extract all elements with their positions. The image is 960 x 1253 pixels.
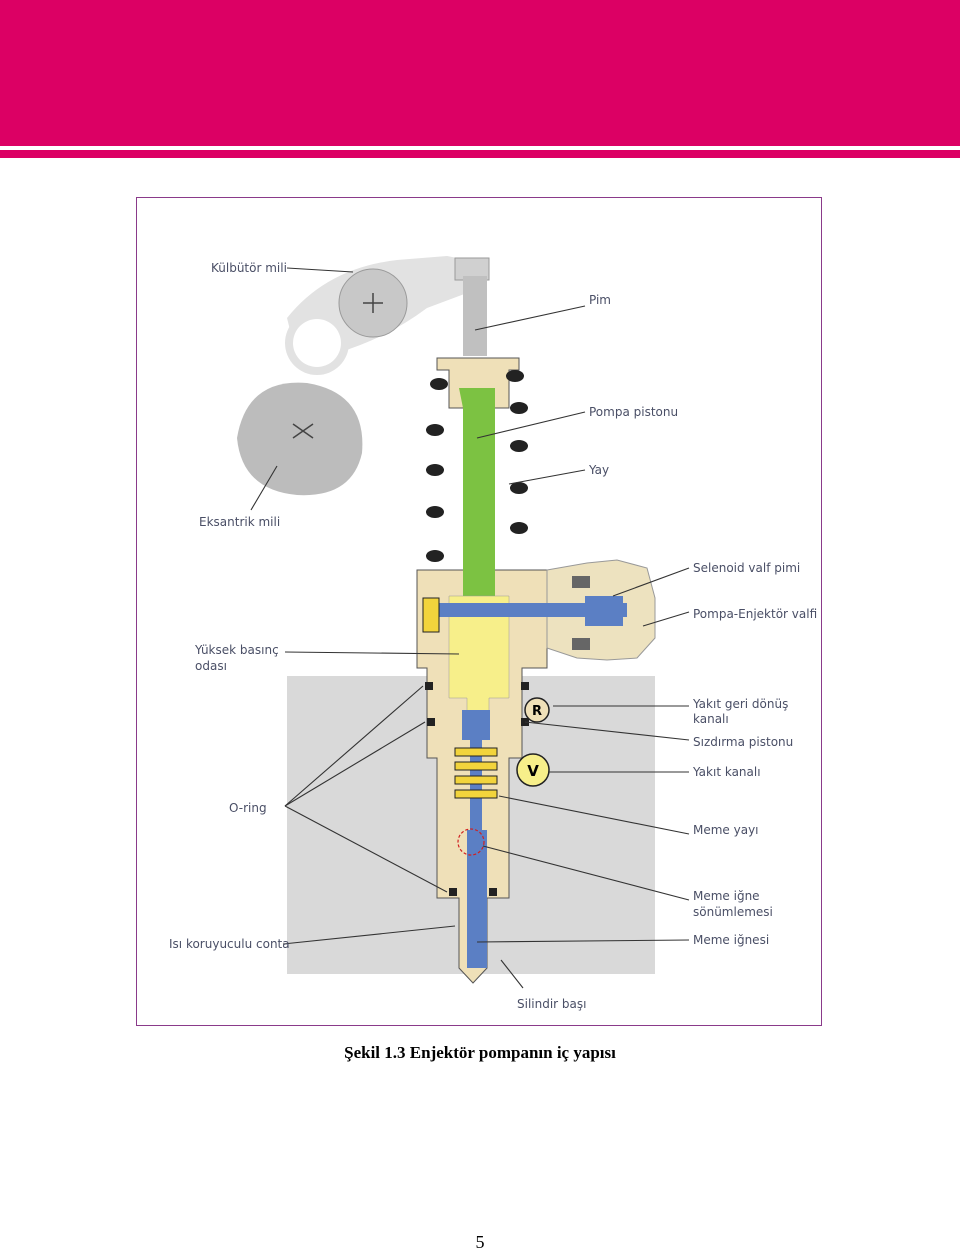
camshaft-lobe: [237, 382, 363, 496]
plunger-cap: [436, 357, 520, 409]
label-selenoid-valf-pimi: Selenoid valf pimi: [693, 561, 800, 575]
label-meme-igne: Meme iğne: [693, 889, 760, 903]
injector-figure: R V Külbütör mili Pim Pompa pistonu Yay …: [136, 197, 822, 1026]
label-yuksek-basinc-2: odası: [195, 659, 227, 673]
fuel-channel-horizontal: [437, 603, 627, 617]
label-silindir-basi: Silindir başı: [517, 997, 586, 1011]
label-o-ring: O-ring: [229, 801, 267, 815]
damping-piston: [462, 710, 490, 740]
label-pompa-enjektor-valfi: Pompa-Enjektör valfi: [693, 607, 817, 621]
label-eksantrik-mili: Eksantrik mili: [199, 515, 280, 529]
badge-v: [516, 753, 550, 787]
label-sizdirma-pistonu: Sızdırma pistonu: [693, 735, 793, 749]
nozzle-spring: [454, 747, 498, 799]
damping-marker: [457, 828, 485, 856]
pump-plunger: [459, 388, 495, 596]
label-yakit-geri-donus: Yakıt geri dönüş: [692, 697, 788, 711]
label-meme-ignesi: Meme iğnesi: [693, 933, 769, 947]
pin: [463, 276, 487, 356]
page-number: 5: [475, 1232, 485, 1252]
label-pim: Pim: [589, 293, 611, 307]
label-yay: Yay: [588, 463, 609, 477]
label-meme-igne-2: sönümlemesi: [693, 905, 773, 919]
spring-coils: [426, 370, 528, 562]
label-yuksek-basinc: Yüksek basınç: [194, 643, 279, 657]
nozzle-needle: [467, 830, 487, 968]
badge-r: [524, 697, 550, 723]
injector-diagram: R V Külbütör mili Pim Pompa pistonu Yay …: [169, 256, 817, 1011]
header-rule: [0, 150, 960, 158]
label-meme-yayi: Meme yayı: [693, 823, 759, 837]
relief-spring: [422, 597, 440, 633]
roller-inner: [293, 319, 341, 367]
label-isi-koruyuculu-conta: Isı koruyuculu conta: [169, 937, 290, 951]
badge-r-text: R: [532, 704, 542, 719]
label-yakit-geri-donus-2: kanalı: [693, 712, 729, 726]
coil-bottom: [572, 638, 590, 650]
leader-lines: [250, 267, 690, 989]
label-kulbutor-mili: Külbütör mili: [211, 261, 287, 275]
label-pompa-pistonu: Pompa pistonu: [589, 405, 678, 419]
figure-caption: Şekil 1.3 Enjektör pompanın iç yapısı: [344, 1043, 616, 1062]
coil-top: [572, 576, 590, 588]
header-banner: [0, 0, 960, 146]
label-yakit-kanali: Yakıt kanalı: [692, 765, 761, 779]
badge-v-text: V: [527, 762, 539, 780]
valve-needle: [585, 596, 623, 626]
